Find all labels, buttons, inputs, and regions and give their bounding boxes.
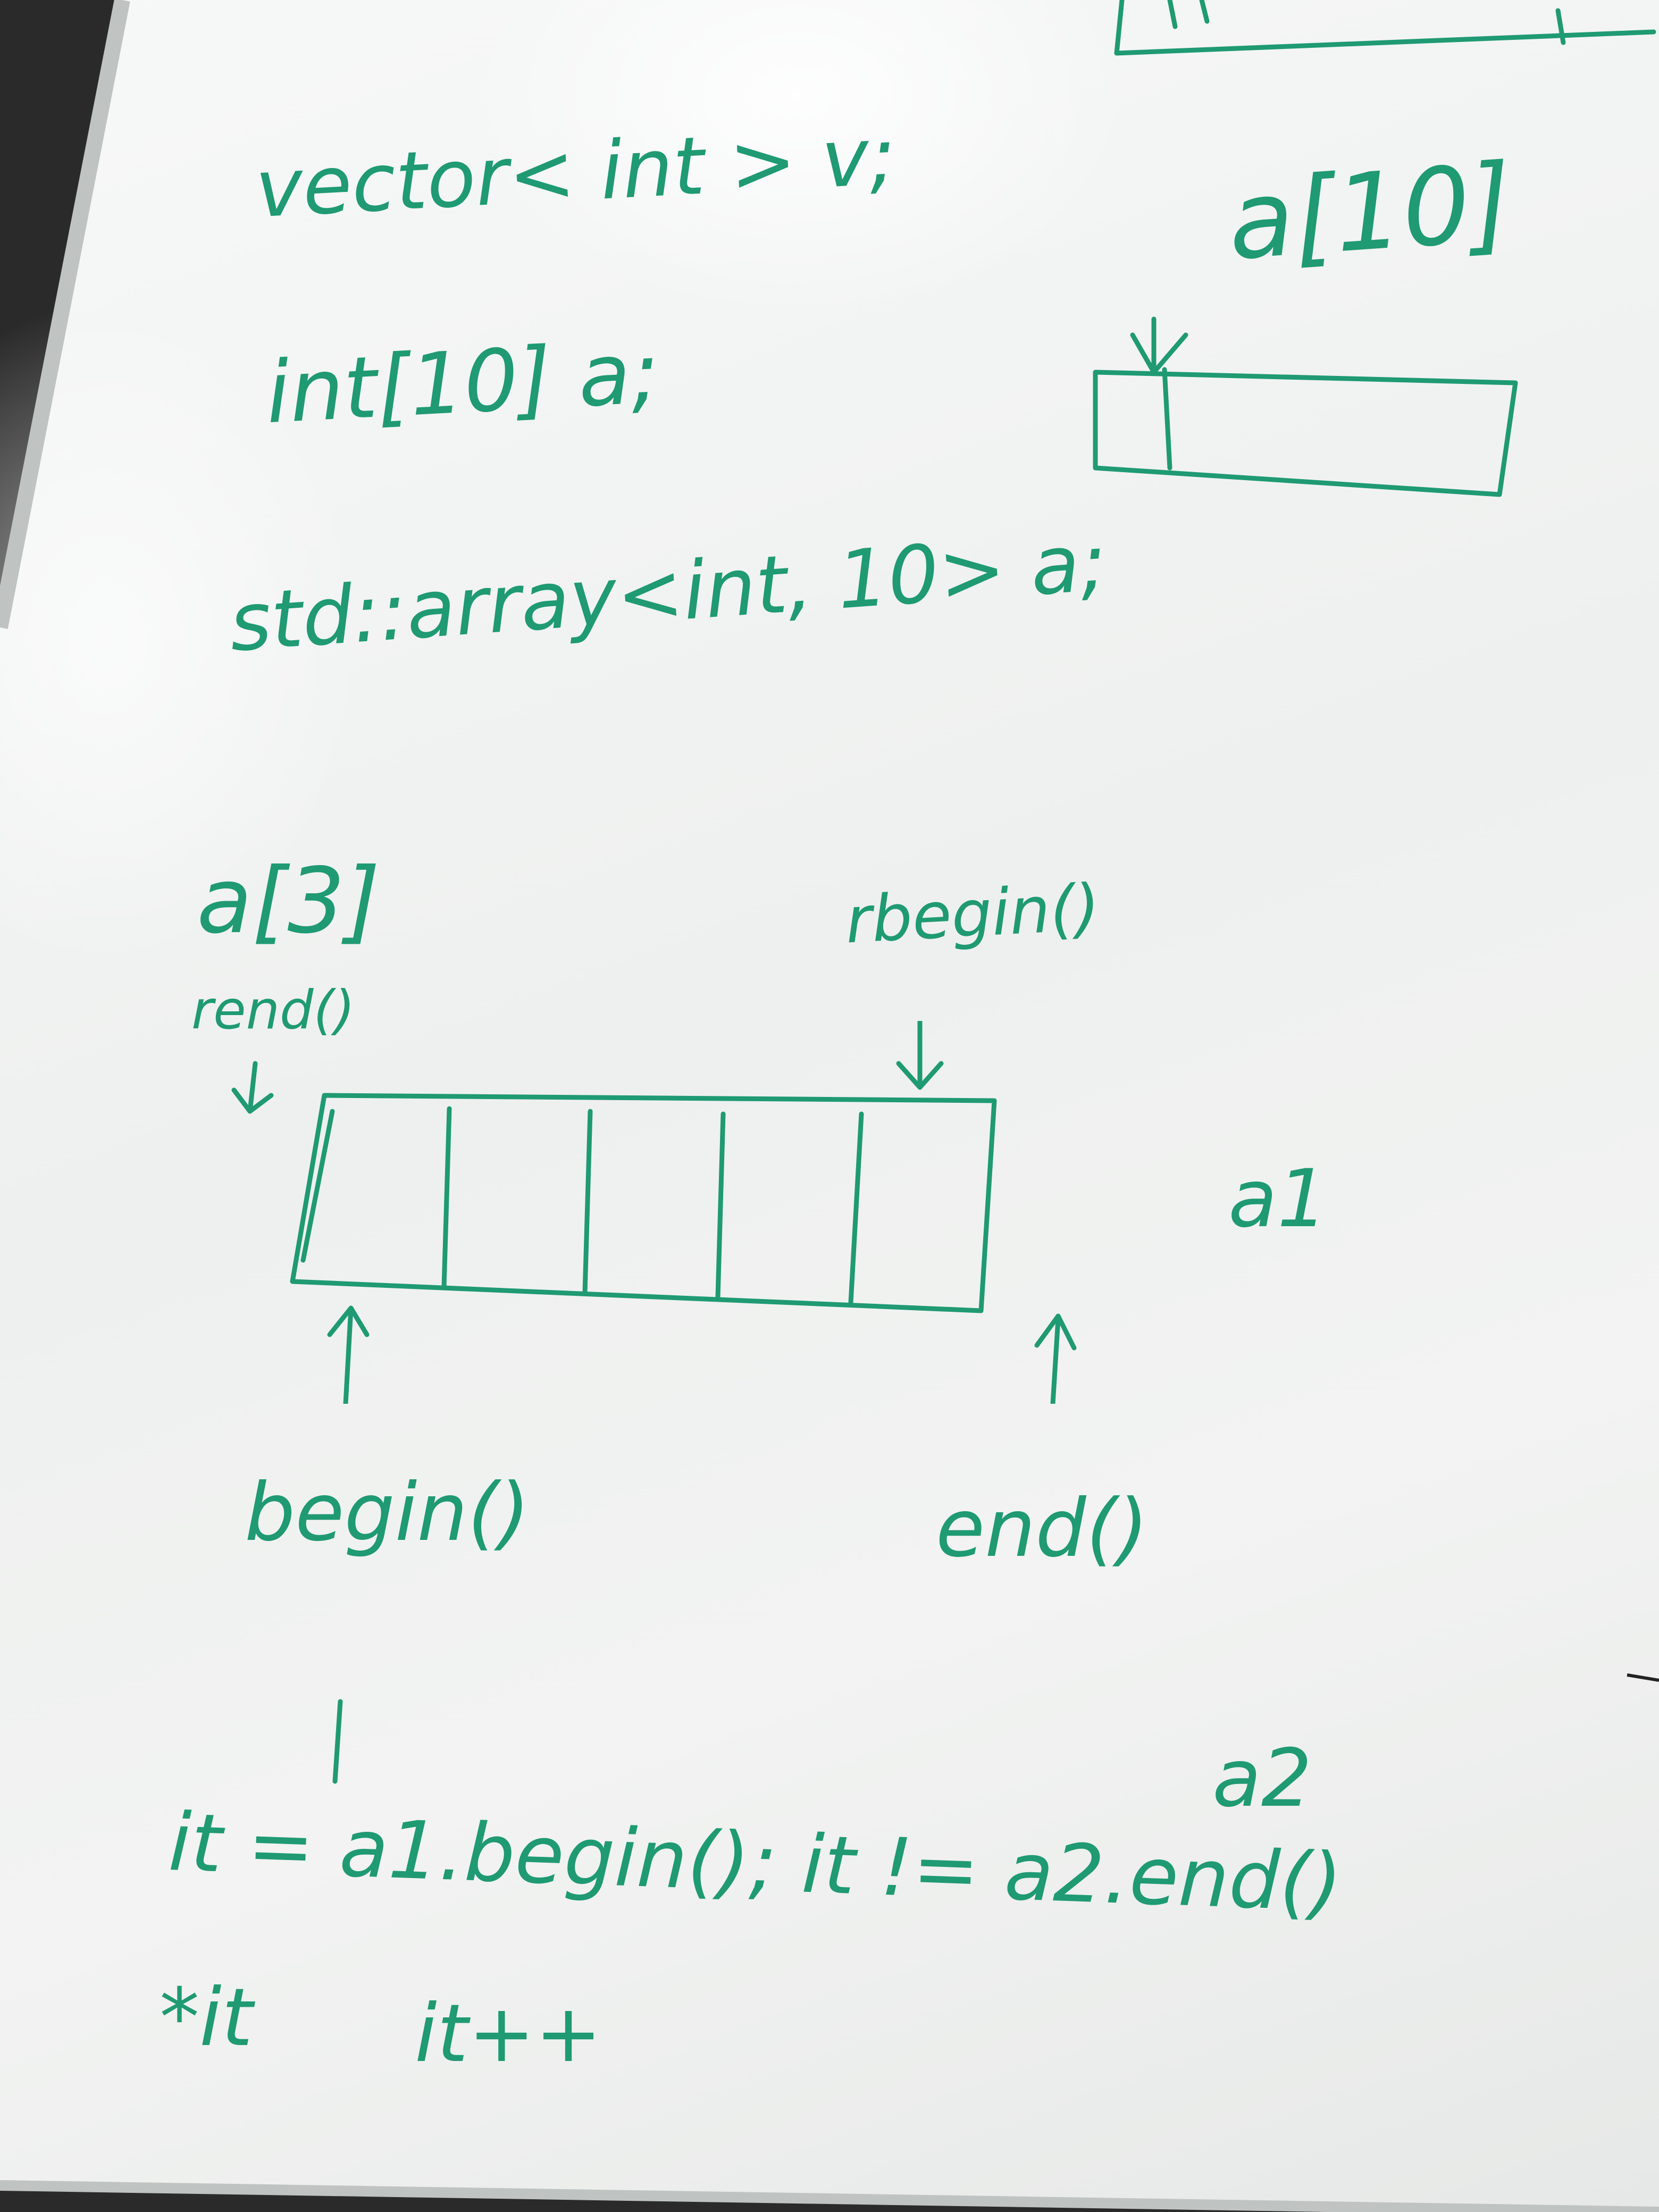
rbegin-label: rbegin() (843, 870, 1102, 958)
rend-label: rend() (191, 979, 355, 1041)
dereference-label: *it (160, 1972, 253, 2064)
side-label: a1 (1228, 1153, 1328, 1245)
small-array-box (1093, 316, 1518, 497)
index-label: a[3] (197, 849, 380, 954)
array-diagram (231, 1021, 1077, 1404)
c-array-declaration: int[10] a; (263, 322, 662, 443)
increment-label: it++ (415, 1988, 602, 2080)
array-size-label: a[10] (1224, 140, 1516, 284)
end-arrow (1034, 1313, 1077, 1404)
rbegin-arrow (896, 1021, 944, 1090)
end-label: end() (936, 1482, 1149, 1575)
begin-arrow (327, 1305, 370, 1404)
rend-arrow (231, 1061, 274, 1114)
begin-label: begin() (245, 1467, 530, 1559)
loop-tick (332, 1699, 343, 1784)
top-partial-box (1114, 0, 1656, 56)
loop-superscript: a2 (1212, 1732, 1312, 1825)
